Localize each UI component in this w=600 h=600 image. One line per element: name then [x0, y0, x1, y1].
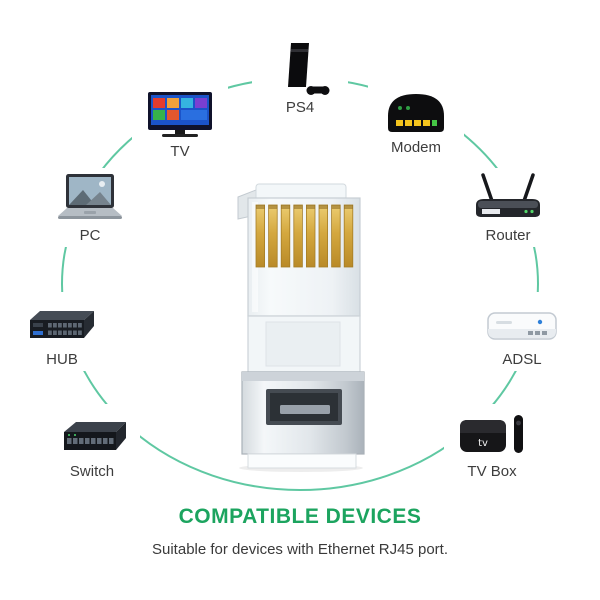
device-pc: PC [42, 168, 138, 247]
device-router: Router [460, 168, 556, 247]
device-ps4: PS4 [252, 40, 348, 119]
pc-icon [50, 170, 130, 224]
device-switch: Switch [44, 404, 140, 483]
page-subtitle: Suitable for devices with Ethernet RJ45 … [152, 541, 448, 558]
ps4-icon [265, 42, 335, 96]
device-tv: TV [132, 84, 228, 163]
device-label: HUB [46, 351, 78, 368]
device-label: TV [170, 143, 190, 160]
device-adsl: ADSL [474, 292, 570, 371]
device-label: PS4 [285, 99, 315, 116]
device-tv-box: tv TV Box [444, 404, 540, 483]
adsl-icon [482, 294, 562, 348]
device-label: Switch [69, 463, 115, 480]
svg-text:tv: tv [478, 438, 488, 449]
tv-icon [142, 86, 218, 140]
tv-box-icon: tv [452, 406, 532, 460]
device-label: PC [79, 227, 101, 244]
device-label: Router [485, 227, 531, 244]
device-label: TV Box [467, 463, 517, 480]
rj45-connector-icon [220, 181, 382, 478]
device-hub: HUB [14, 292, 110, 371]
device-label: Modem [390, 139, 442, 156]
router-icon [468, 170, 548, 224]
device-modem: Modem [368, 80, 464, 159]
switch-icon [52, 406, 132, 460]
device-label: ADSL [502, 351, 542, 368]
modem-icon [378, 82, 454, 136]
page-title: COMPATIBLE DEVICES [178, 505, 422, 528]
hub-icon [22, 294, 102, 348]
